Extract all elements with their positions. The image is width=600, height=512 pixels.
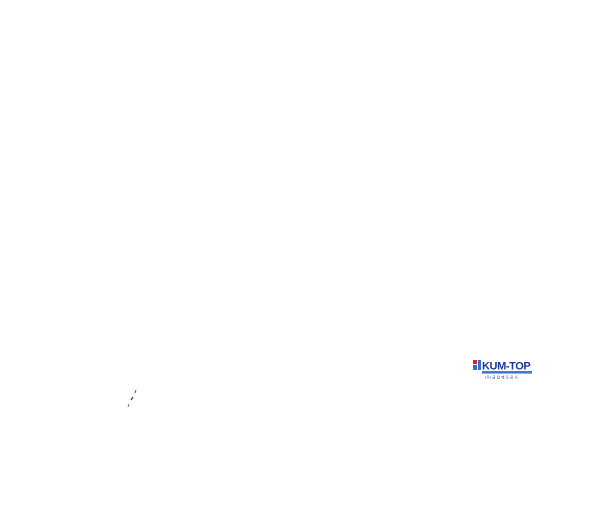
kum-top-logo: KUM-TOP (주) 금 탑 제 조 공 사 xyxy=(473,359,533,381)
logo-emblem-red xyxy=(473,360,477,364)
logo-band xyxy=(482,371,532,374)
logo-graphic: KUM-TOP (주) 금 탑 제 조 공 사 xyxy=(473,360,532,380)
logo-emblem-bar xyxy=(478,360,481,370)
logo-emblem-blue xyxy=(473,365,477,370)
logo-subline: (주) 금 탑 제 조 공 사 xyxy=(485,375,518,380)
logo-wordmark: KUM-TOP xyxy=(482,361,530,373)
pen-stroke-icon xyxy=(124,388,140,412)
